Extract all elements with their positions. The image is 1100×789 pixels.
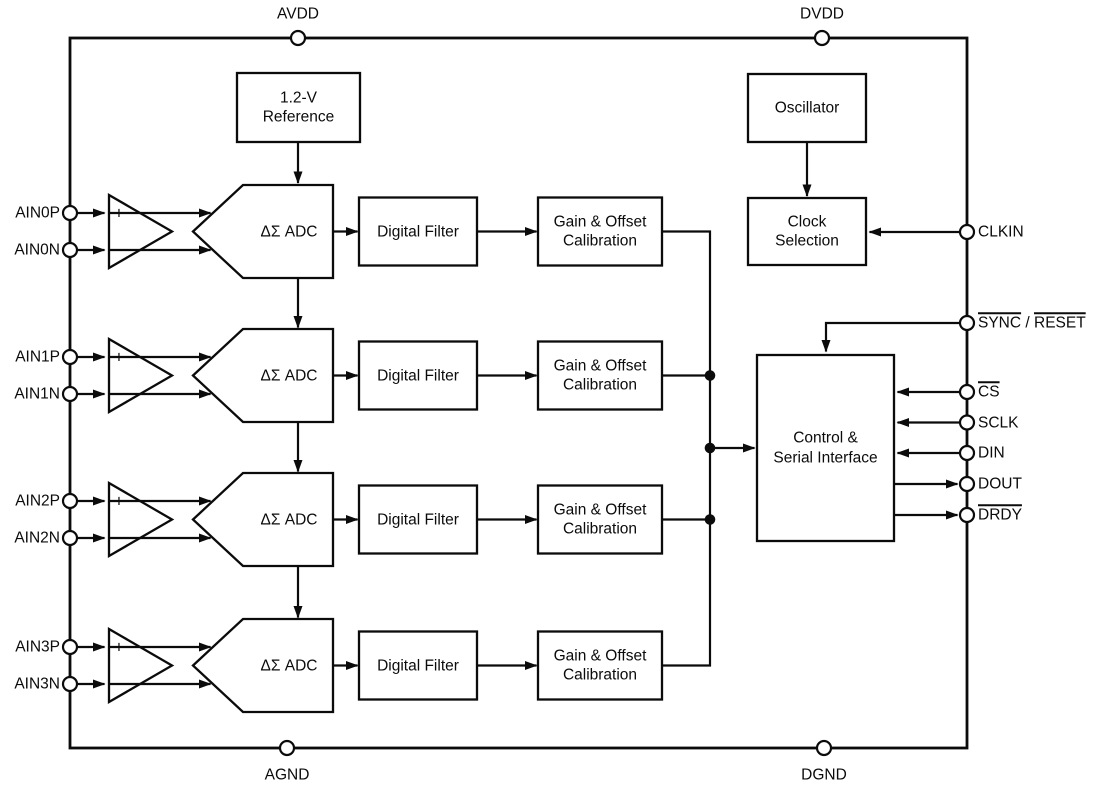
- amplifier-triangle-ch0: [107, 193, 175, 270]
- pin-circle-agnd: [278, 739, 296, 757]
- pin-circle-right-3: [958, 414, 976, 431]
- digital-filter-block-ch2: [357, 484, 479, 555]
- digital-filter-block-ch1: [357, 340, 479, 411]
- pin-circle-right-6: [958, 506, 976, 524]
- pin-circle-ain2n: [61, 529, 79, 547]
- amplifier-triangle-ch1: [107, 337, 175, 414]
- amplifier-triangle-ch2: [107, 481, 175, 558]
- oscillator-block: [746, 72, 868, 144]
- pin-circle-ain0n: [61, 241, 79, 259]
- bus-junction-dot-1: [704, 370, 716, 381]
- digital-filter-block-ch3: [357, 630, 479, 701]
- pin-circle-ain1n: [61, 385, 79, 403]
- gain-offset-calibration-block-ch2: [536, 484, 664, 555]
- pin-circle-dgnd: [815, 739, 833, 757]
- pin-circle-dvdd: [813, 29, 831, 47]
- pin-circle-ain1p: [61, 348, 79, 366]
- digital-filter-block-ch0: [357, 196, 479, 267]
- gain-offset-calibration-block-ch3: [536, 630, 664, 701]
- adc-block-ch1: [191, 327, 335, 424]
- pin-circle-avdd: [289, 29, 307, 47]
- clock-selection-block: [746, 196, 868, 267]
- pin-circle-right-1: [958, 314, 976, 332]
- pin-circle-right-5: [958, 475, 976, 493]
- pin-circle-right-2: [958, 383, 976, 401]
- adc-block-ch0: [191, 183, 335, 280]
- gain-offset-calibration-block-ch0: [536, 196, 664, 267]
- bus-junction-dot-3: [704, 514, 716, 525]
- pin-circle-ain3p: [61, 638, 79, 656]
- pin-circle-right-4: [958, 444, 976, 462]
- amplifier-triangle-ch3: [107, 627, 175, 704]
- pin-circle-ain2p: [61, 492, 79, 510]
- calibration-output-bus: [662, 230, 712, 667]
- adc-block-ch2: [191, 471, 335, 568]
- pin-circle-right-0: [958, 223, 976, 241]
- pin-circle-ain0p: [61, 204, 79, 222]
- sync-reset-arrow: [821, 321, 960, 353]
- gain-offset-calibration-block-ch1: [536, 340, 664, 411]
- adc-block-ch3: [191, 617, 335, 714]
- reference-block: [235, 71, 362, 144]
- pin-circle-ain3n: [61, 675, 79, 693]
- control-serial-interface-block: [755, 353, 896, 543]
